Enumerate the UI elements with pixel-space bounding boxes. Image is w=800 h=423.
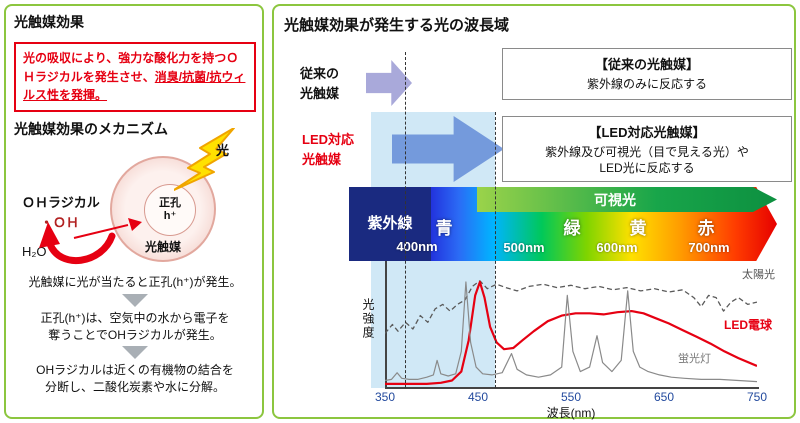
photocatalyst-label: 光触媒 (144, 240, 181, 254)
wavelength-label-500nm: 500nm (503, 240, 545, 255)
color-label-blue: 青 (435, 219, 453, 238)
mechanism-step-3: OHラジカルは近くの有機物の結合を 分断し、二酸化炭素や水に分解。 (36, 363, 234, 395)
visible-light-label: 可視光 (594, 191, 636, 208)
led-box-body: 紫外線及び可視光（目で見える光）や LED光に反応する (545, 145, 749, 176)
right-panel: 光触媒効果が発生する光の波長域 従来の 光触媒 【従来の光触媒】 紫外線のみに反… (272, 4, 796, 420)
chart-y-axis (385, 261, 387, 388)
mechanism-step-1: 光触媒に光が当たると正孔(h⁺)が発生。 (28, 275, 242, 289)
x-tick-550: 550 (560, 390, 582, 404)
right-panel-title: 光触媒効果が発生する光の波長域 (284, 17, 510, 34)
color-label-green: 緑 (563, 219, 581, 238)
uv-spectrum-block (349, 187, 431, 261)
x-tick-750: 750 (746, 390, 768, 404)
oh-generation-arrow (39, 222, 116, 265)
series-label-led-bulb: LED電球 (724, 318, 773, 332)
led-boundary-dashed-line (494, 112, 496, 388)
x-tick-350: 350 (374, 390, 396, 404)
left-panel-title: 光触媒効果 (14, 14, 84, 30)
down-arrow-icon (122, 294, 148, 307)
conventional-box-body: 紫外線のみに反応する (586, 77, 707, 91)
chart-x-axis (385, 387, 759, 389)
x-tick-450: 450 (467, 390, 489, 404)
lightning-bolt-icon (174, 128, 235, 191)
wavelength-label-400nm: 400nm (396, 239, 438, 254)
led-photocatalyst-label: LED対応 光触媒 (302, 132, 355, 167)
series-label-fluorescent: 蛍光灯 (678, 353, 711, 365)
down-arrow-icon (122, 346, 148, 359)
conventional-photocatalyst-box: 【従来の光触媒】 紫外線のみに反応する (502, 48, 792, 100)
led-photocatalyst-box: 【LED対応光触媒】 紫外線及び可視光（目で見える光）や LED光に反応する (502, 116, 792, 182)
effect-text: 光の吸収により、強力な酸化力を持つＯＨラジカルを発生させ、 (23, 51, 239, 84)
color-label-red: 赤 (697, 219, 715, 238)
x-tick-650: 650 (653, 390, 675, 404)
uv-boundary-dashed-line (404, 52, 406, 388)
h2o-label: H₂O (22, 244, 47, 259)
electron-transfer-arrow (73, 218, 142, 239)
uv-label: 紫外線 (367, 215, 413, 232)
mechanism-title: 光触媒効果のメカニズム (14, 121, 168, 137)
color-label-yellow: 黄 (629, 219, 647, 238)
light-label: 光 (216, 143, 230, 158)
visible-light-banner: 可視光 (477, 187, 777, 212)
hole-label: 正孔 (159, 196, 181, 209)
series-label-sunlight: 太陽光 (742, 269, 775, 281)
led-box-title: 【LED対応光触媒】 (588, 125, 706, 140)
wavelength-label-600nm: 600nm (596, 240, 638, 255)
oh-radical-label: ＯＨラジカル (22, 195, 100, 210)
conventional-box-title: 【従来の光触媒】 (594, 57, 699, 72)
hole-symbol: h⁺ (163, 210, 177, 222)
hole-circle: 正孔 h⁺ (144, 184, 196, 236)
chart-x-axis-label: 波長(nm) (546, 406, 596, 420)
wavelength-label-700nm: 700nm (688, 240, 730, 255)
left-panel: 光触媒効果 光の吸収により、強力な酸化力を持つＯＨラジカルを発生させ、消臭/抗菌… (4, 4, 264, 419)
chart-y-axis-label: 光強度 (361, 298, 375, 340)
conventional-photocatalyst-label: 従来の 光触媒 (300, 66, 340, 101)
effect-highlight-box: 光の吸収により、強力な酸化力を持つＯＨラジカルを発生させ、消臭/抗菌/抗ウィルス… (14, 42, 256, 112)
spectrum-intensity-chart (385, 280, 757, 386)
mechanism-step-2: 正孔(h⁺)は、空気中の水から電子を 奪うことでOHラジカルが発生。 (40, 311, 230, 343)
effect-text-underlined: 消臭/抗菌/抗ウィルス性を発揮。 (23, 69, 246, 103)
